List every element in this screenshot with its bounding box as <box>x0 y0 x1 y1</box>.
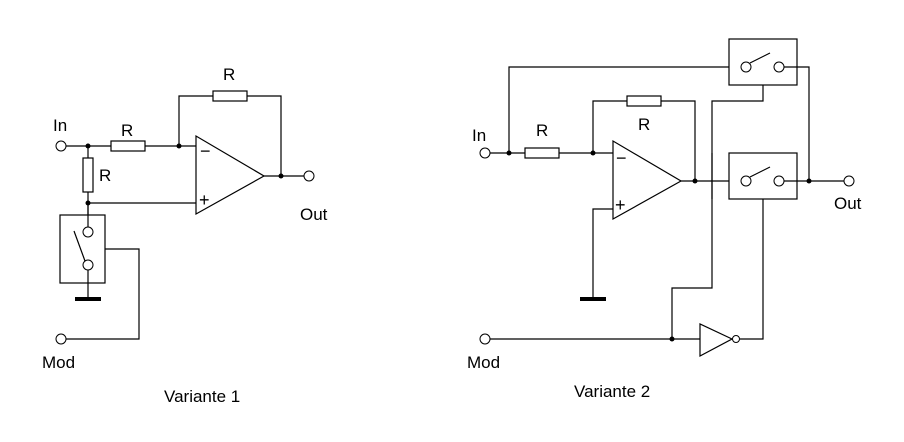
inverter-bubble <box>732 335 740 343</box>
input-label: In <box>53 116 67 135</box>
junction <box>692 178 698 184</box>
switch-contact <box>773 61 785 73</box>
opamp-minus: − <box>616 148 627 168</box>
wire <box>784 66 810 181</box>
opamp-plus: + <box>199 190 210 210</box>
junction <box>176 143 182 149</box>
junction <box>806 178 812 184</box>
input-terminal <box>479 147 491 159</box>
resistor-input <box>524 147 560 159</box>
output-terminal <box>843 175 855 187</box>
opamp <box>612 139 683 221</box>
input-terminal <box>55 140 67 152</box>
mod-terminal <box>55 333 67 345</box>
variant-2: − + In R R Out M <box>467 38 862 401</box>
resistor-input <box>110 140 146 152</box>
mod-label: Mod <box>42 353 75 372</box>
opamp-plus: + <box>615 195 626 215</box>
opamp <box>195 134 266 216</box>
caption: Variante 1 <box>164 387 240 406</box>
analog-switch-top <box>728 38 798 86</box>
switch-blade <box>749 166 771 178</box>
junction <box>278 173 284 179</box>
junction <box>506 150 512 156</box>
resistor-feedback <box>212 90 248 102</box>
inverter <box>699 323 734 357</box>
wire <box>592 100 627 153</box>
caption: Variante 2 <box>574 382 650 401</box>
wire <box>740 199 764 340</box>
switch-contact <box>773 175 785 187</box>
wire <box>178 95 213 146</box>
wire <box>66 248 140 340</box>
switch-blade <box>73 230 86 262</box>
mod-label: Mod <box>467 353 500 372</box>
resistor-input-label: R <box>536 121 548 140</box>
opamp-minus: − <box>200 141 211 161</box>
switch-blade <box>749 52 771 64</box>
switch-contact <box>82 226 94 238</box>
resistor-feedback-label: R <box>223 65 235 84</box>
junction <box>85 200 91 206</box>
switch-contact <box>740 61 752 73</box>
wire <box>671 85 764 339</box>
output-terminal <box>303 170 315 182</box>
resistor-shunt-label: R <box>99 166 111 185</box>
junction <box>85 143 91 149</box>
wire <box>592 208 613 299</box>
junction <box>590 150 596 156</box>
resistor-shunt <box>82 157 94 193</box>
wire <box>247 95 282 176</box>
mod-terminal <box>479 333 491 345</box>
resistor-feedback <box>626 95 662 107</box>
wire <box>661 100 696 181</box>
analog-switch-bottom <box>728 152 798 200</box>
switch-contact <box>740 175 752 187</box>
switch-contact <box>82 259 94 271</box>
junction <box>669 336 675 342</box>
variant-1: − + In R R R Out Mod Variante 1 <box>42 65 328 406</box>
resistor-input-label: R <box>121 121 133 140</box>
input-label: In <box>472 126 486 145</box>
wire <box>508 66 743 153</box>
analog-switch <box>59 214 106 284</box>
output-label: Out <box>834 194 862 213</box>
resistor-feedback-label: R <box>638 115 650 134</box>
output-label: Out <box>300 205 328 224</box>
